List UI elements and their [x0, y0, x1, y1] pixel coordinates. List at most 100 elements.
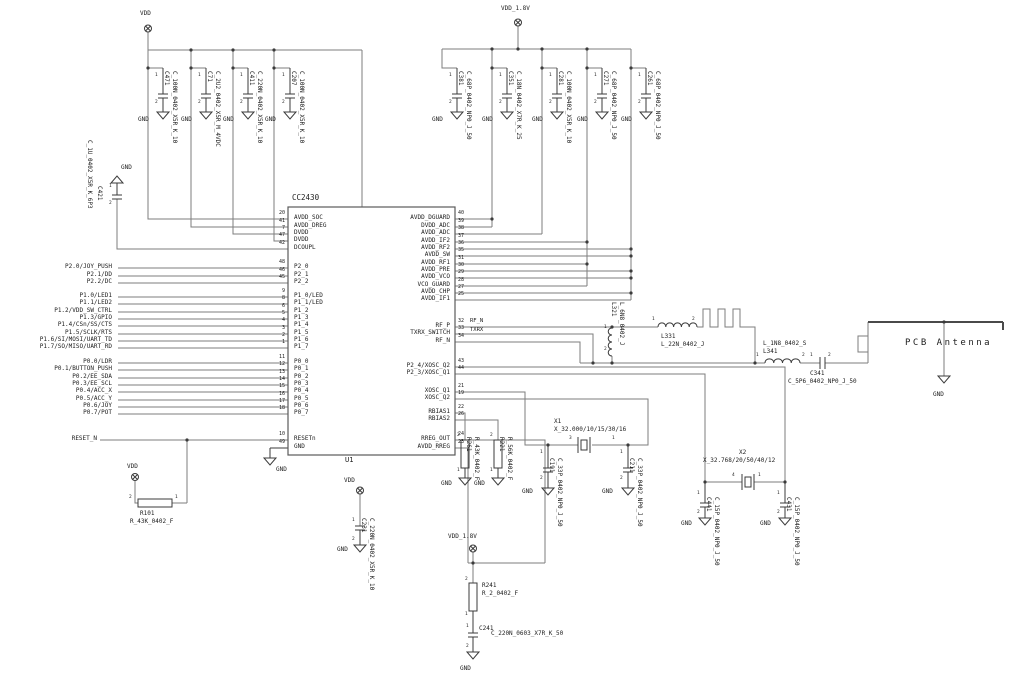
ic-pin-number: 37	[458, 233, 465, 239]
pin-marker: 1	[549, 73, 552, 78]
resistor-value: R_56K_0402_F	[506, 437, 513, 481]
cap-value: C_5P6_0402_NP0_J_50	[788, 378, 857, 385]
ic-pin-number: 19	[458, 390, 465, 396]
cap-refdes: C381	[457, 71, 464, 86]
ic-pin-name: P2_2	[294, 278, 309, 285]
pin-marker: 2	[155, 100, 158, 105]
pin-marker: 2	[594, 100, 597, 105]
ic-pin-number: 15	[278, 383, 285, 389]
gnd-label: GND	[337, 546, 348, 553]
gnd-label: GND	[933, 391, 944, 398]
ic-pin-number: 9	[281, 288, 285, 294]
ic-pin-name: RF_P	[435, 322, 450, 329]
ic-pin-number: 28	[458, 277, 465, 283]
port-label: P1.2/VDD_SW_CTRL	[54, 307, 112, 314]
port-label: RESET_N	[71, 435, 97, 442]
ic-refdes: U1	[345, 456, 354, 464]
ic-pin-name: AVDD_ADC	[421, 229, 450, 236]
cap-value: C_220N_0402_X5R_K_10	[368, 518, 375, 591]
pin-marker: 2	[466, 644, 469, 649]
ic-pin-name: P1_3	[294, 314, 309, 321]
ic-pin-number: 18	[278, 405, 285, 411]
pin-marker: 2	[802, 353, 805, 358]
pin-marker: 2	[549, 100, 552, 105]
ic-pin-number: 3	[281, 325, 285, 331]
port-label: P0.7/POT	[83, 409, 112, 416]
ic-pin-name: AVDD_DGUARD	[410, 214, 450, 221]
pin-marker: 1	[604, 325, 607, 330]
ic-pin-number: 26	[458, 411, 465, 417]
pin-marker: 1	[155, 73, 158, 78]
gnd-label: GND	[223, 116, 234, 123]
pin-marker: 1	[465, 612, 468, 617]
ic-pin-name: AVDD_IF2	[421, 237, 450, 244]
ic-pin-number: 43	[458, 358, 465, 364]
cap-refdes: C271	[602, 71, 609, 86]
pin-marker: 2	[697, 510, 700, 515]
ic-pin-number: 17	[278, 398, 285, 404]
ic-pin-number: 36	[458, 240, 465, 246]
port-label: P1.1/LED2	[79, 299, 112, 306]
cap-refdes: C431	[785, 497, 792, 512]
ic-pin-number: 29	[458, 269, 465, 275]
port-label: P0.0/LDR	[83, 358, 112, 365]
gnd-label: GND	[602, 488, 613, 495]
pin-marker: 1	[638, 73, 641, 78]
gnd-label: GND	[121, 164, 132, 171]
ic-pin-name: P1_0/LED	[294, 292, 323, 299]
gnd-label: GND	[522, 488, 533, 495]
ic-pin-name: P2_4/XOSC_Q2	[406, 362, 450, 369]
pin-marker: 2	[240, 100, 243, 105]
pin-marker: 2	[490, 433, 493, 438]
pin-marker: 2	[109, 201, 112, 206]
gnd-label: GND	[138, 116, 149, 123]
cap-refdes: C191	[548, 458, 555, 473]
ic-pin-name: P0_6	[294, 402, 309, 409]
port-label: P1.6/SI/MOSI/UART_TD	[39, 336, 112, 343]
ic-pin-name: P1_5	[294, 329, 309, 336]
ic-pin-number: 12	[278, 361, 285, 367]
pin-marker: 3	[569, 436, 572, 441]
pin-marker: 1	[198, 73, 201, 78]
cap-refdes: C231	[360, 518, 367, 533]
pin-marker: 1	[594, 73, 597, 78]
ic-pin-name: GND	[294, 443, 305, 450]
inductor-refdes: L321	[610, 302, 617, 317]
pin-marker: 2	[604, 347, 607, 352]
ic-pin-name: DVDD	[294, 229, 309, 236]
pin-marker: 2	[692, 317, 695, 322]
ic-pin-name: RESETn	[294, 435, 316, 442]
cap-value: C_1U_0402_X5R_K_6P3	[86, 140, 93, 209]
cap-refdes: C207	[290, 71, 297, 86]
cap-value: C_33P_0402_NP0_J_50	[556, 458, 563, 527]
resistor-value: R_43K_0402_F	[130, 518, 174, 525]
crystal-refdes: X1	[554, 418, 562, 425]
ic-pin-name: RBIAS2	[428, 415, 450, 422]
ic-pin-number: 13	[278, 369, 285, 375]
pin-marker: 4	[732, 473, 735, 478]
port-label: P0.3/EE_SCL	[72, 380, 112, 387]
gnd-label: GND	[265, 116, 276, 123]
pin-marker: 1	[490, 468, 493, 473]
pin-marker: 1	[282, 73, 285, 78]
ic-pin-number: 48	[278, 259, 285, 265]
port-label: P1.7/SO/MISO/UART_RD	[39, 343, 112, 350]
vdd18-flag-label: VDD_1.8V	[501, 5, 530, 12]
symbol-layer	[109, 18, 952, 660]
ic-pin-number: 22	[458, 404, 465, 410]
pin-marker: 2	[828, 353, 831, 358]
cap-value: C_68P_0402_NP0_J_50	[465, 71, 472, 140]
pin-marker: 2	[638, 100, 641, 105]
net-label: TXRX	[470, 327, 484, 333]
inductor-value: L_1N8_0402_S	[763, 340, 807, 347]
cap-refdes: C211	[628, 458, 635, 473]
ic-pin-number: 20	[278, 210, 285, 216]
cap-value: C_18N_0402_X7R_K_25	[515, 71, 522, 140]
ic-pin-number: 33	[458, 325, 465, 331]
antenna-trace	[868, 321, 1004, 330]
ic-pin-number: 7	[281, 225, 285, 231]
ic-pin-number: 2	[281, 332, 285, 338]
pin-marker: 1	[449, 73, 452, 78]
ic-pin-number: 35	[458, 247, 465, 253]
ic-pin-name: DVDD	[294, 236, 309, 243]
